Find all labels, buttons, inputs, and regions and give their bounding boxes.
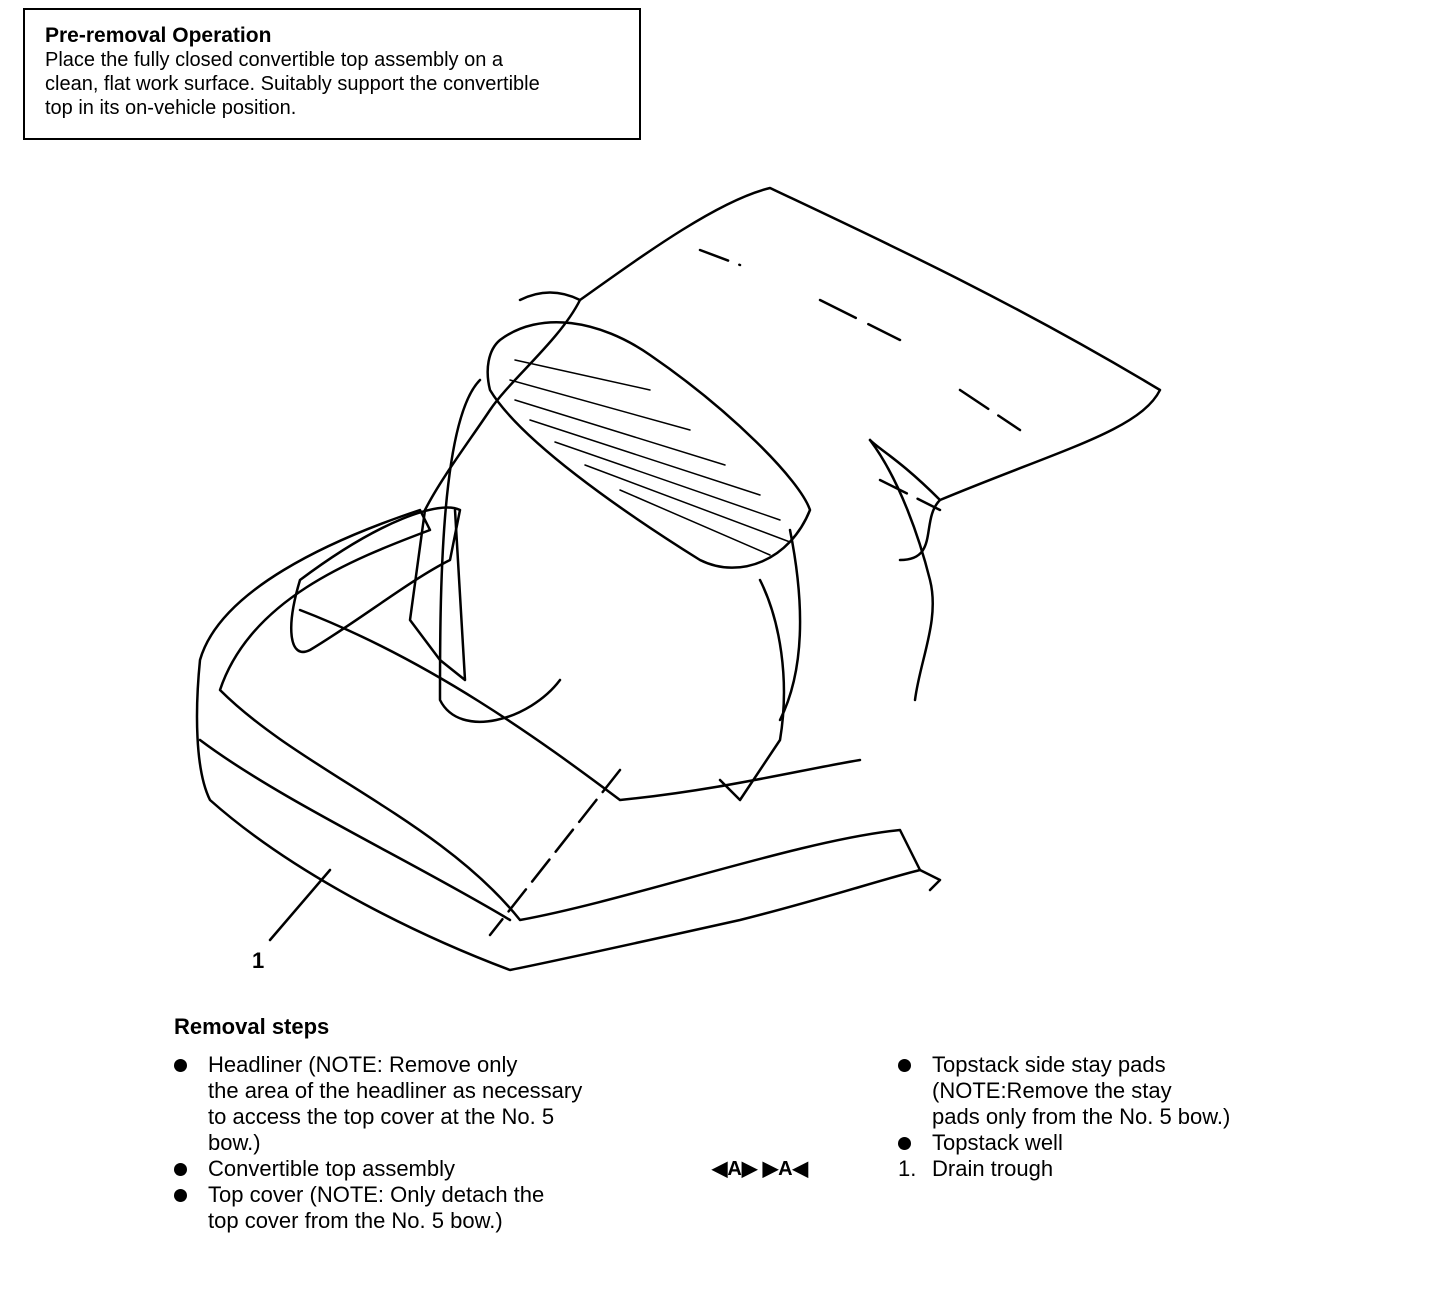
pre-removal-title: Pre-removal Operation	[45, 24, 272, 47]
bullet-icon	[898, 1059, 911, 1072]
removal-step: Convertible top assembly	[174, 1156, 694, 1182]
pre-removal-line: Place the fully closed convertible top a…	[45, 49, 504, 71]
top-fabric-fold	[423, 291, 582, 512]
step-number: 1.	[898, 1156, 917, 1181]
removal-step-text: Topstack well	[932, 1130, 1063, 1155]
topstack-well	[290, 506, 462, 653]
pre-removal-box: Pre-removal Operation Place the fully cl…	[23, 8, 641, 140]
removal-step: Top cover (NOTE: Only detach the top cov…	[174, 1182, 694, 1234]
removal-steps-left: Headliner (NOTE: Remove only the area of…	[174, 1052, 694, 1234]
wire	[438, 378, 562, 724]
removal-steps-title: Removal steps	[174, 1014, 330, 1039]
bullet-icon	[174, 1059, 187, 1072]
removal-step-text: Top cover (NOTE: Only detach the top cov…	[208, 1182, 545, 1233]
removal-step-text: Topstack side stay pads (NOTE:Remove the…	[932, 1052, 1231, 1129]
callout-1-leader	[268, 868, 332, 942]
bullet-icon	[898, 1137, 911, 1150]
right-stay	[718, 578, 786, 802]
removal-step-text: Headliner (NOTE: Remove only the area of…	[208, 1052, 583, 1155]
removal-steps-right: Topstack side stay pads (NOTE:Remove the…	[898, 1052, 1378, 1182]
convertible-top-diagram	[180, 180, 1180, 980]
top-fabric	[578, 186, 1162, 502]
removal-step: Topstack side stay pads (NOTE:Remove the…	[898, 1052, 1378, 1130]
removal-step-numbered: 1. Drain trough	[898, 1156, 1378, 1182]
removal-step-text: Convertible top assembly	[208, 1156, 456, 1181]
callout-1-label: 1	[252, 948, 265, 973]
bullet-icon	[174, 1163, 187, 1176]
fabric-edge	[868, 438, 934, 702]
rear-window	[486, 321, 812, 569]
removal-step: Headliner (NOTE: Remove only the area of…	[174, 1052, 694, 1156]
removal-step-text: Drain trough	[932, 1156, 1054, 1181]
pre-removal-line: top in its on-vehicle position.	[45, 97, 297, 119]
pre-removal-line: clean, flat work surface. Suitably suppo…	[45, 73, 540, 95]
drain-trough	[195, 508, 922, 972]
removal-step: Topstack well	[898, 1130, 1378, 1156]
bullet-icon	[174, 1189, 187, 1202]
service-point-symbols: ◀A▶ ▶A◀	[712, 1158, 808, 1180]
